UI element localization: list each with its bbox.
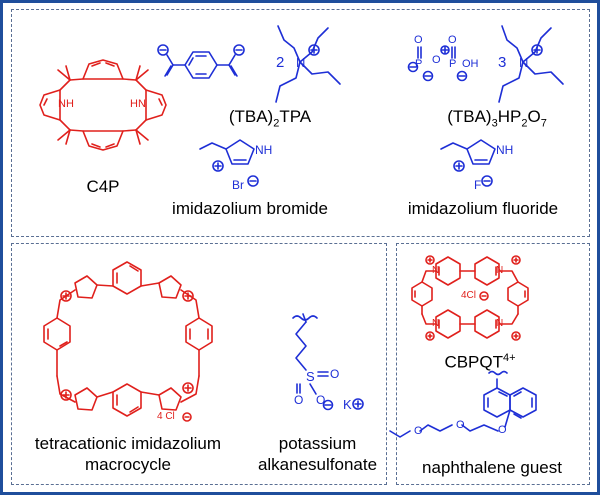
panel-bottom-right	[396, 243, 590, 485]
imid-br-anion: Br	[232, 178, 244, 192]
label-macrocycle-line2: macrocycle	[85, 455, 171, 474]
tba-cation-2	[498, 25, 564, 103]
pyrophosphate-structure	[407, 45, 468, 82]
guest-o2: O	[456, 419, 465, 431]
label-c4p: C4P	[86, 177, 120, 196]
imid-f-nh: NH	[496, 143, 514, 157]
label-macrocycle-line1: tetracationic imidazolium	[34, 434, 222, 453]
cbpqt-n4: N	[496, 318, 504, 329]
label-sulfonate-line2: alkanesulfonate	[257, 455, 378, 474]
tba1-count: 2	[276, 54, 285, 71]
sulfonate-cation: K	[343, 397, 352, 412]
tba3-sub1: 3	[491, 117, 498, 130]
ppi-oh: OH	[462, 58, 479, 70]
tba3-sub3: 7	[540, 117, 547, 130]
sulfonate-o1: O	[330, 367, 340, 381]
ppi-p1: P	[415, 58, 423, 70]
label-naphthalene-guest: naphthalene guest	[422, 458, 562, 477]
tba3-main: (TBA)	[447, 107, 492, 126]
tpa-structure	[157, 44, 245, 79]
label-tba3hp2o7: (TBA)3HP2O7	[412, 107, 582, 129]
label-tba2tpa: (TBA)2TPA	[200, 107, 340, 129]
ppi-o-bridge: O	[432, 54, 441, 66]
sulfonate-o2: O	[294, 393, 304, 407]
tba2tpa-sub: 2	[273, 117, 280, 130]
cbpqt-charge: 4+	[503, 352, 516, 364]
tba2-n-atom: N	[519, 55, 529, 70]
cbpqt-n1: N	[432, 265, 440, 276]
panel-bottom-left	[11, 243, 387, 485]
label-imid-br: imidazolium bromide	[172, 199, 328, 218]
macrocycle-counterion: 4 Cl	[157, 411, 175, 422]
cbpqt-counterion: 4Cl	[461, 290, 477, 301]
c4p-structure	[39, 59, 167, 151]
sulfonate-structure	[292, 313, 364, 411]
cbpqt-name: CBPQT	[444, 352, 503, 372]
ppi-o-top1: O	[414, 34, 423, 46]
label-imid-f: imidazolium fluoride	[407, 199, 559, 218]
imid-f-structure	[440, 139, 496, 187]
c4p-nh-label: NH	[58, 98, 74, 110]
macrocycle-structure	[43, 261, 213, 422]
tba3-mid: HP	[497, 107, 522, 126]
naphthalene-guest-structure	[389, 370, 537, 438]
sulfonate-o3: O	[316, 393, 326, 407]
guest-o1: O	[498, 424, 507, 436]
tba2-count: 3	[498, 54, 507, 71]
ppi-o-top2: O	[448, 34, 457, 46]
imid-f-anion: F	[474, 178, 482, 192]
tba3-sub2: 2	[521, 117, 528, 130]
guest-o3: O	[414, 425, 423, 437]
cbpqt-structure	[411, 255, 529, 341]
label-sulfonate-line1: potassium	[278, 434, 357, 453]
ppi-p2: P	[449, 58, 457, 70]
c4p-hn-label: HN	[130, 98, 146, 110]
tba2tpa-main: (TBA)	[228, 107, 274, 126]
tba1-n-atom: N	[296, 55, 306, 70]
label-cbpqt: CBPQT4+	[420, 352, 540, 373]
imid-br-structure	[199, 139, 259, 187]
cbpqt-n2: N	[496, 265, 504, 276]
tba2tpa-tail: TPA	[279, 107, 312, 126]
sulfonate-s: S	[306, 369, 315, 384]
imid-br-nh: NH	[255, 143, 273, 157]
panel-top	[11, 9, 590, 237]
cbpqt-n3: N	[432, 318, 440, 329]
tba-cation-1	[275, 25, 341, 103]
tba3-o: O	[527, 107, 541, 126]
